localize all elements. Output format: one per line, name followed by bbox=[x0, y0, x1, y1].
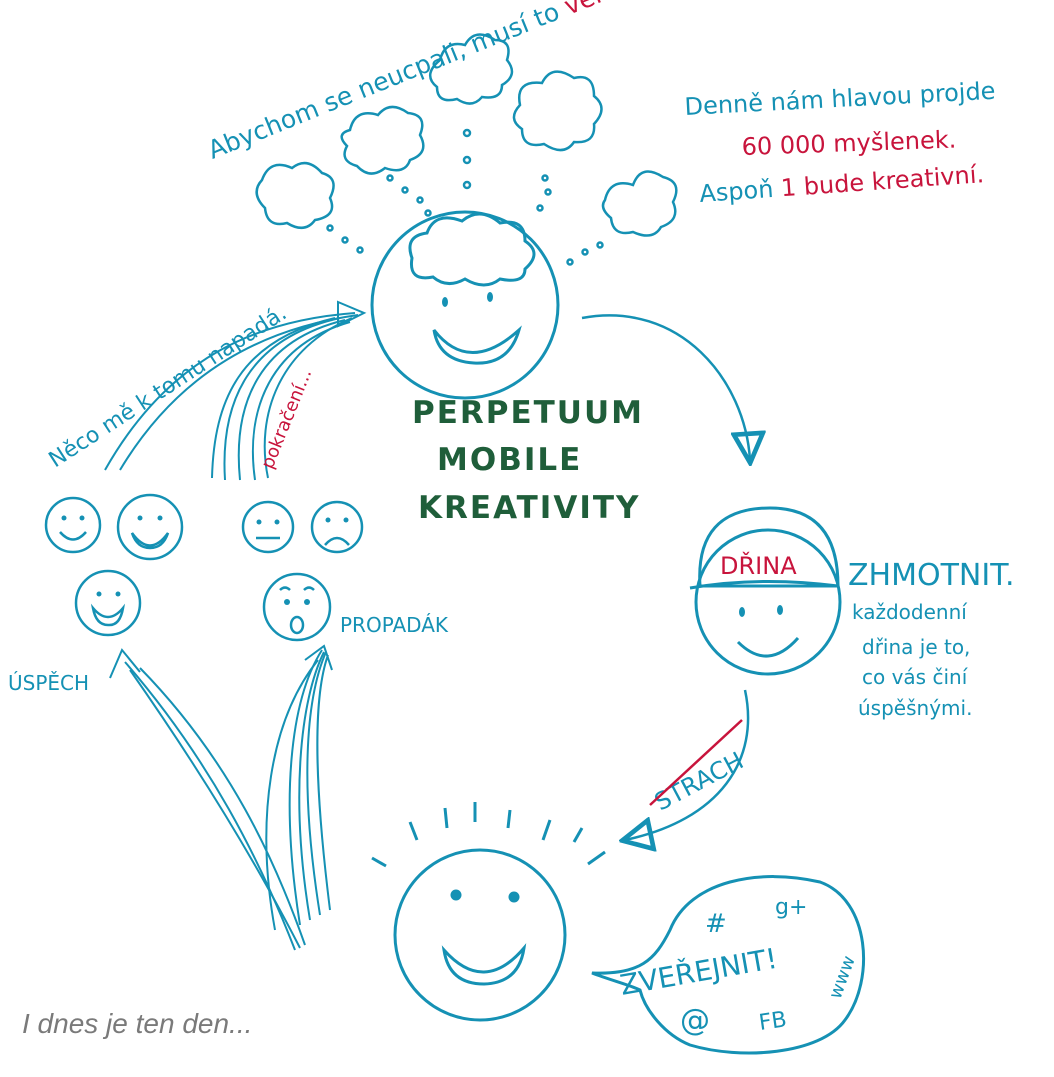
zhmotnit-title: ZHMOTNIT. bbox=[848, 558, 1015, 593]
center-title-line1: PERPETUUM bbox=[412, 395, 644, 431]
thinking-face-eyes bbox=[442, 292, 493, 307]
strike-line bbox=[649, 719, 743, 806]
publishing-face-eyes bbox=[450, 889, 520, 903]
continuation-label: pokračení... bbox=[257, 366, 316, 472]
bubble-fb: FB bbox=[757, 1007, 788, 1036]
zhmotnit-line1: každodenní bbox=[852, 600, 968, 624]
svg-text:Abychom se neucpali, musí to v: Abychom se neucpali, musí to ven. bbox=[204, 0, 621, 165]
arrow-to-work bbox=[581, 314, 750, 460]
zhmotnit-block: ZHMOTNIT. každodenní dřina je to, co vás… bbox=[848, 558, 1015, 720]
zhmotnit-line2: dřina je to, bbox=[862, 635, 970, 659]
thinking-face bbox=[370, 210, 560, 400]
thoughts-line1: Denně nám hlavou projde bbox=[684, 77, 996, 121]
center-title-line2: MOBILE bbox=[437, 442, 582, 478]
speech-bubble bbox=[591, 875, 865, 1055]
thoughts-count: 60 000 myšlenek. bbox=[741, 126, 956, 161]
bubble-at: @ bbox=[680, 1003, 710, 1038]
happy-face-icon bbox=[74, 569, 142, 637]
bubble-www: www bbox=[825, 953, 860, 1002]
reaction-faces bbox=[44, 493, 364, 642]
reaction-faces-eyes bbox=[61, 515, 349, 605]
success-label: ÚSPĚCH bbox=[8, 671, 89, 695]
left-arrow-label: Něco mě k tomu napadá. bbox=[45, 301, 292, 473]
top-sentence-part1: Abychom se neucpali, musí to bbox=[204, 0, 571, 165]
cloud-icon bbox=[512, 70, 603, 152]
neutral-face-icon bbox=[241, 500, 295, 554]
cloud-icon bbox=[601, 170, 678, 237]
smile-face-icon bbox=[44, 496, 102, 554]
thoughts-line3a: Aspoň bbox=[698, 174, 781, 208]
center-title-line3: KREATIVITY bbox=[418, 490, 640, 526]
thought-clouds bbox=[255, 33, 678, 266]
top-sentence: Abychom se neucpali, musí to ven. bbox=[204, 0, 621, 165]
feedback-arrows bbox=[104, 300, 367, 951]
bubble-hash: # bbox=[705, 909, 727, 939]
helmet-face bbox=[689, 506, 842, 676]
cloud-icon bbox=[340, 105, 425, 175]
arrow-to-publish bbox=[625, 689, 750, 840]
crossed-word: STRACH bbox=[650, 746, 748, 816]
zhmotnit-line3: co vás činí bbox=[862, 665, 969, 689]
bubble-gplus: g+ bbox=[775, 895, 807, 920]
sad-face-icon bbox=[310, 500, 364, 554]
flop-label: PROPADÁK bbox=[340, 613, 449, 637]
helmet-face-eyes bbox=[739, 605, 783, 617]
publishing-face bbox=[371, 802, 606, 1022]
cloud-icon bbox=[429, 33, 514, 105]
caption: I dnes je ten den... bbox=[22, 1008, 253, 1039]
helmet-label: DŘINA bbox=[720, 551, 797, 580]
svg-text:Aspoň 1 bude kreativní.: Aspoň 1 bude kreativní. bbox=[698, 160, 984, 208]
top-sentence-part2: ven. bbox=[560, 0, 621, 21]
bubble-main: ZVEŘEJNIT! bbox=[617, 941, 779, 1002]
zhmotnit-line4: úspěšnými. bbox=[858, 696, 972, 720]
shocked-face-icon bbox=[262, 572, 332, 642]
crossed-word-text: STRACH bbox=[650, 746, 748, 816]
thoughts-line3b: 1 bude kreativní. bbox=[780, 160, 985, 202]
cloud-icon bbox=[255, 161, 335, 229]
center-title: PERPETUUM MOBILE KREATIVITY bbox=[412, 395, 644, 526]
big-smile-face-icon bbox=[116, 493, 184, 561]
thoughts-text: Denně nám hlavou projde 60 000 myšlenek.… bbox=[684, 77, 996, 208]
